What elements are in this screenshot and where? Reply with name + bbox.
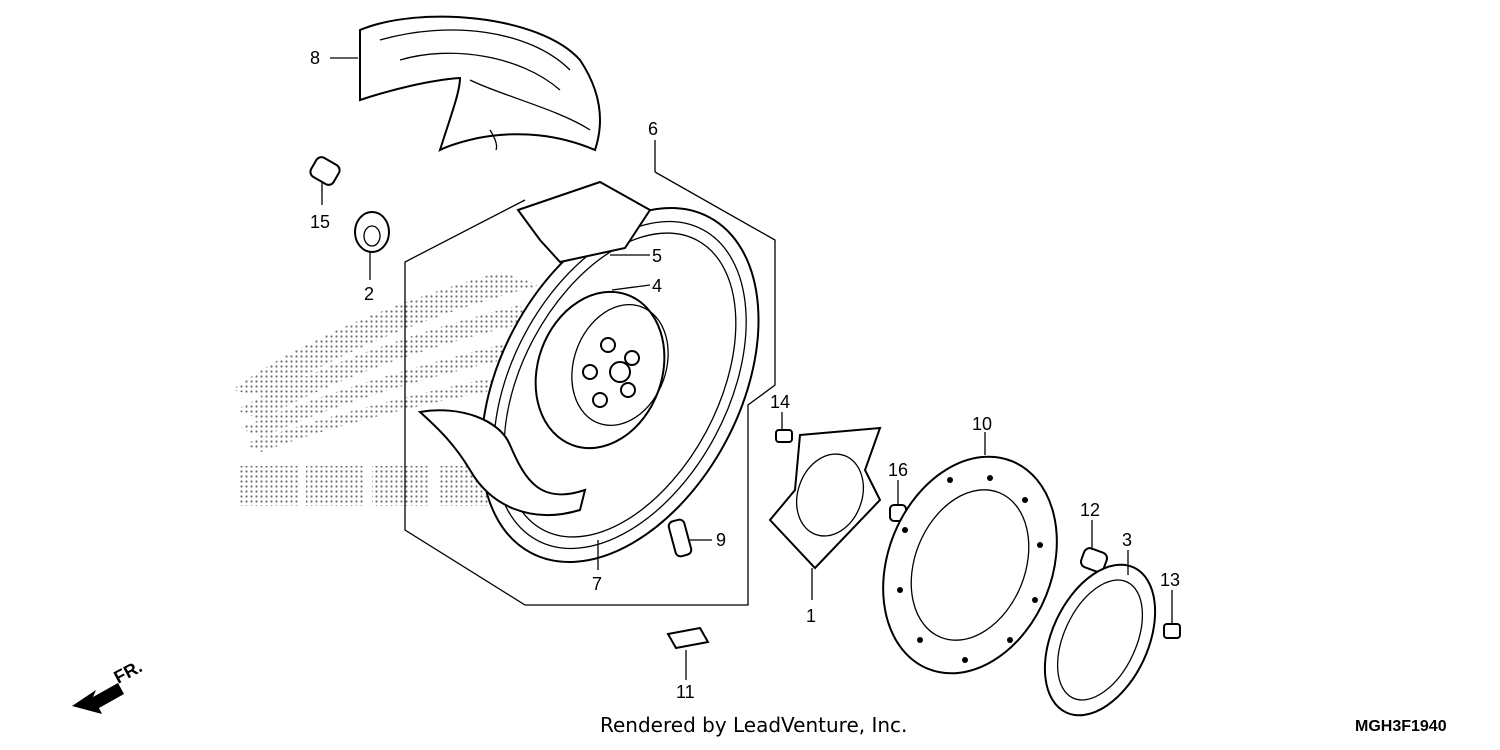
callout-13: 13 <box>1160 570 1180 590</box>
damper-part-2 <box>354 211 390 253</box>
front-direction-label: FR. <box>110 656 145 687</box>
brake-disc-part-10 <box>882 455 1058 675</box>
callout-7: 7 <box>592 574 602 594</box>
render-credit: Rendered by LeadVenture, Inc. <box>600 713 907 737</box>
tire-part-8 <box>359 15 601 152</box>
balance-weight-part-11 <box>666 626 710 650</box>
valve-cap-part-15 <box>309 156 341 186</box>
leader-lines <box>321 57 1173 680</box>
callout-4: 4 <box>652 276 662 296</box>
assembly-bracket <box>404 171 776 606</box>
flange-part-1 <box>768 426 882 570</box>
callout-9: 9 <box>716 530 726 550</box>
screw-part-13 <box>1163 623 1181 639</box>
callout-15: 15 <box>310 212 330 232</box>
callout-5: 5 <box>652 246 662 266</box>
callout-10: 10 <box>972 414 992 434</box>
callout-1: 1 <box>806 606 816 626</box>
callout-6: 6 <box>648 119 658 139</box>
pulser-ring-part-3 <box>1043 563 1157 717</box>
front-direction-arrow: FR. <box>72 656 145 714</box>
callout-12: 12 <box>1080 500 1100 520</box>
callout-14: 14 <box>770 392 790 412</box>
honda-wing-watermark <box>232 272 562 506</box>
callout-11: 11 <box>676 682 695 702</box>
bolt-part-14 <box>775 429 793 443</box>
diagram-code: MGH3F1940 <box>1355 718 1447 735</box>
wheel-hub-part-4 <box>534 290 669 450</box>
callout-8: 8 <box>310 48 320 68</box>
callout-16: 16 <box>888 460 908 480</box>
callout-2: 2 <box>364 284 374 304</box>
callout-3: 3 <box>1122 530 1132 550</box>
bolt-part-12 <box>1079 547 1109 573</box>
valve-part-9 <box>667 518 693 558</box>
